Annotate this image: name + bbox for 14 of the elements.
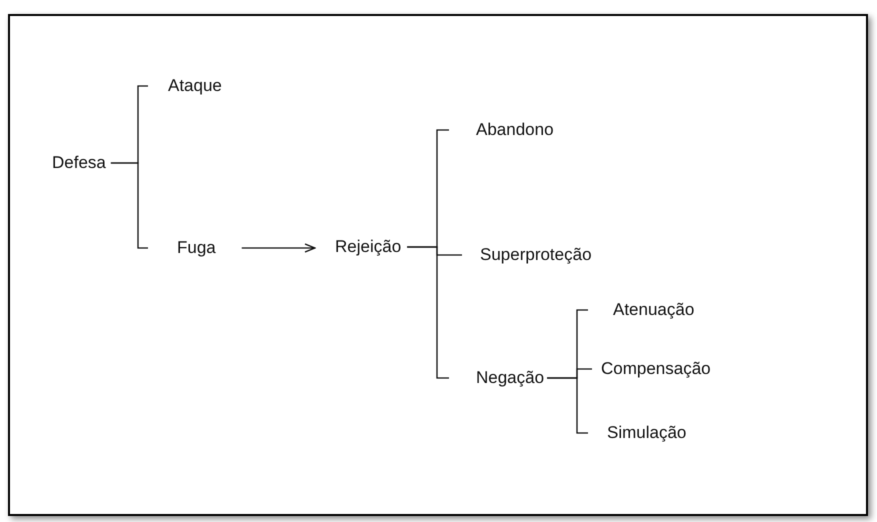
node-label: Negação <box>449 368 548 388</box>
node-label: Ataque <box>148 76 222 96</box>
node-label: Defesa <box>52 153 111 173</box>
node-label: Fuga <box>148 238 242 258</box>
bracket-connector <box>110 162 148 249</box>
node-label: Abandono <box>449 120 554 140</box>
node-label: Superproteção <box>462 245 592 265</box>
node-label: Compensação <box>592 359 711 379</box>
node-label: Rejeição <box>315 237 408 257</box>
node-label: Atenuação <box>588 300 694 320</box>
node-label: Simulação <box>588 423 686 443</box>
arrow <box>242 243 316 253</box>
bracket-connector <box>547 377 588 434</box>
bracket-connector <box>407 246 449 379</box>
